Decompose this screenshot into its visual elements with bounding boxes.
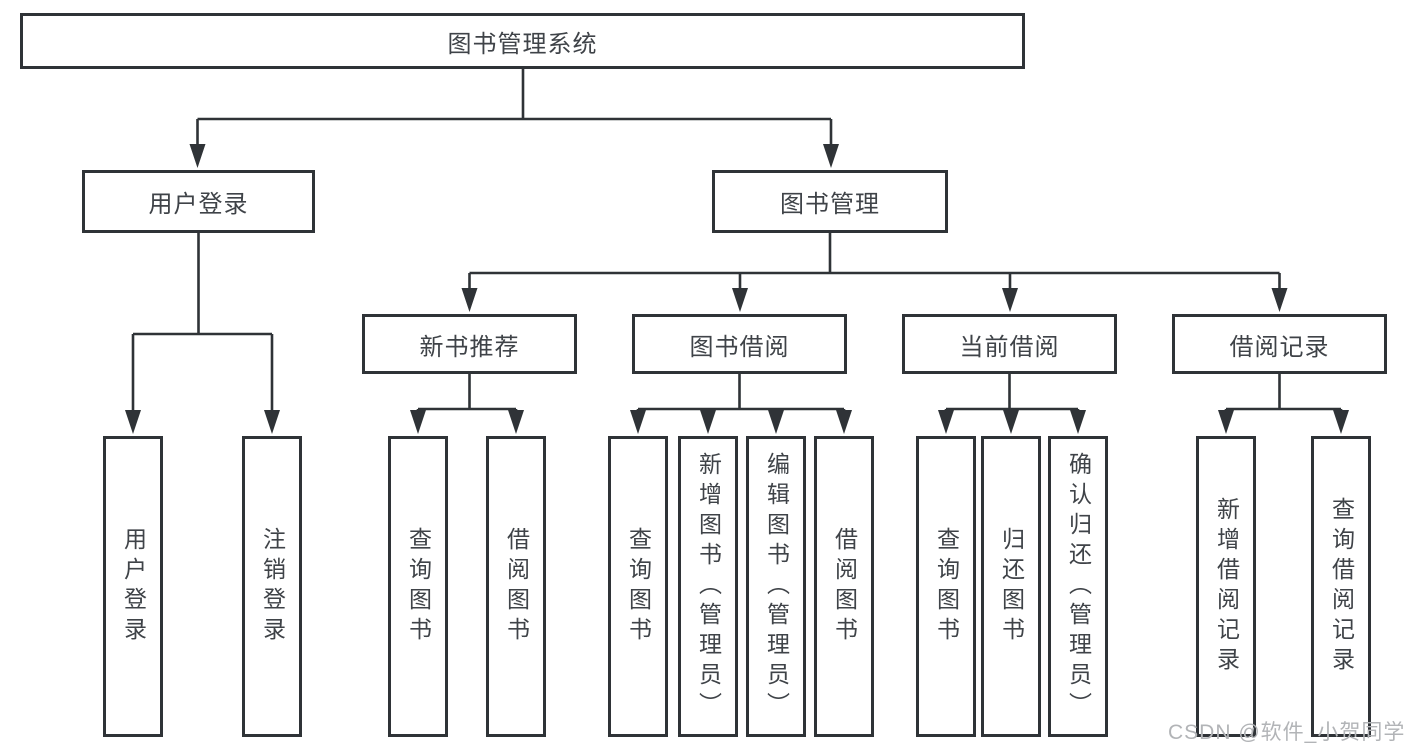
leaf-confirm-return-admin: 确认归还（管理员） bbox=[1048, 436, 1108, 737]
node-current-borrow-label: 当前借阅 bbox=[959, 333, 1060, 361]
leaf-recommend-query-books-label: 查询图书 bbox=[405, 526, 432, 647]
node-user-login: 用户登录 bbox=[82, 170, 315, 233]
node-root: 图书管理系统 bbox=[20, 13, 1025, 69]
leaf-recommend-borrow-books: 借阅图书 bbox=[486, 436, 546, 737]
leaf-add-borrow-record: 新增借阅记录 bbox=[1196, 436, 1256, 737]
leaf-add-borrow-record-label: 新增借阅记录 bbox=[1213, 496, 1240, 677]
leaf-confirm-return-admin-label: 确认归还（管理员） bbox=[1065, 451, 1092, 722]
leaf-borrow-books: 借阅图书 bbox=[814, 436, 874, 737]
leaf-edit-books-admin-label: 编辑图书（管理员） bbox=[763, 451, 790, 722]
node-new-book-recommend: 新书推荐 bbox=[362, 314, 577, 374]
leaf-user-login: 用户登录 bbox=[103, 436, 163, 737]
leaf-recommend-borrow-books-label: 借阅图书 bbox=[503, 526, 530, 647]
leaf-borrow-books-label: 借阅图书 bbox=[831, 526, 858, 647]
leaf-current-query-books: 查询图书 bbox=[916, 436, 976, 737]
leaf-borrow-query-books: 查询图书 bbox=[608, 436, 668, 737]
node-current-borrow: 当前借阅 bbox=[902, 314, 1117, 374]
leaf-query-borrow-record: 查询借阅记录 bbox=[1311, 436, 1371, 737]
leaf-user-login-label: 用户登录 bbox=[120, 526, 147, 647]
leaf-borrow-query-books-label: 查询图书 bbox=[625, 526, 652, 647]
node-book-borrow: 图书借阅 bbox=[632, 314, 847, 374]
leaf-query-borrow-record-label: 查询借阅记录 bbox=[1328, 496, 1355, 677]
leaf-add-books-admin-label: 新增图书（管理员） bbox=[695, 451, 722, 722]
arrowheads bbox=[125, 144, 1349, 434]
leaf-return-books-label: 归还图书 bbox=[998, 526, 1025, 647]
node-book-management-label: 图书管理 bbox=[780, 191, 880, 218]
leaf-return-books: 归还图书 bbox=[981, 436, 1041, 737]
node-new-book-recommend-label: 新书推荐 bbox=[419, 333, 520, 361]
leaf-add-books-admin: 新增图书（管理员） bbox=[678, 436, 738, 737]
node-user-login-label: 用户登录 bbox=[148, 191, 249, 218]
leaf-current-query-books-label: 查询图书 bbox=[933, 526, 960, 647]
leaf-logout: 注销登录 bbox=[242, 436, 302, 737]
node-borrow-records-label: 借阅记录 bbox=[1229, 333, 1330, 361]
leaf-edit-books-admin: 编辑图书（管理员） bbox=[746, 436, 806, 737]
node-root-label: 图书管理系统 bbox=[447, 30, 598, 58]
node-book-borrow-label: 图书借阅 bbox=[689, 333, 790, 361]
leaf-logout-label: 注销登录 bbox=[259, 526, 286, 647]
node-borrow-records: 借阅记录 bbox=[1172, 314, 1387, 374]
leaf-recommend-query-books: 查询图书 bbox=[388, 436, 448, 737]
csdn-watermark: CSDN @软件_小贺同学 bbox=[1168, 721, 1405, 744]
node-book-management: 图书管理 bbox=[712, 170, 948, 233]
